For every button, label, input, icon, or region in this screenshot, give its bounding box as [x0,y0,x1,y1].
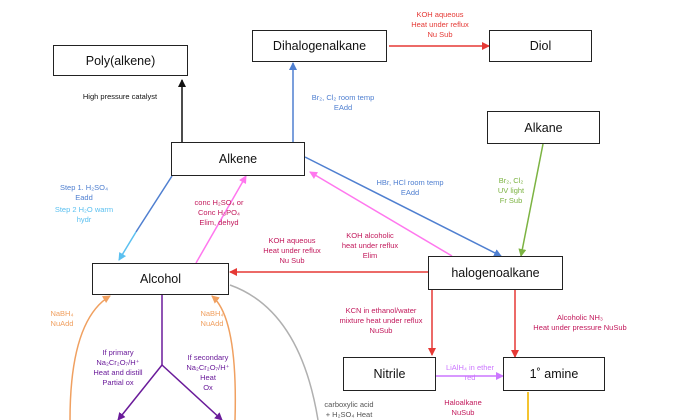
arrow-reduction-right [211,295,237,420]
node-amine: 1˚ amine [503,357,605,391]
node-dihalogenalkane: Dihalogenalkane [252,30,387,62]
node-nitrile: Nitrile [343,357,436,391]
arrow-halogenoalkane-to-alkene [309,171,453,257]
arrow-alkene-to-halogenoalkane [304,156,502,257]
node-halogenoalkane: halogenoalkane [428,256,563,290]
node-alkane: Alkane [487,111,600,144]
node-diol: Diol [489,30,592,62]
arrow-alkane-to-halogenoalkane [518,143,544,257]
label-carboxylic-acid: carboxylic acid+ H₂SO₄ Heat [324,400,374,419]
arrow-alkene-to-alcohol-step1 [135,175,173,233]
arrow-alcohol-secondary-ox [161,364,223,420]
node-alkene: Alkene [171,142,305,176]
arrow-alcohol-to-alkene [195,175,247,264]
node-alcohol: Alcohol [92,263,229,295]
arrow-alcohol-primary-ox [117,364,163,420]
line-esterification [229,284,319,420]
arrow-alkene-to-alcohol-step2 [118,231,137,261]
label-high-pressure: High pressure catalyst [82,92,158,101]
arrow-reduction-left [69,295,111,420]
node-polyalkene: Poly(alkene) [53,45,188,76]
